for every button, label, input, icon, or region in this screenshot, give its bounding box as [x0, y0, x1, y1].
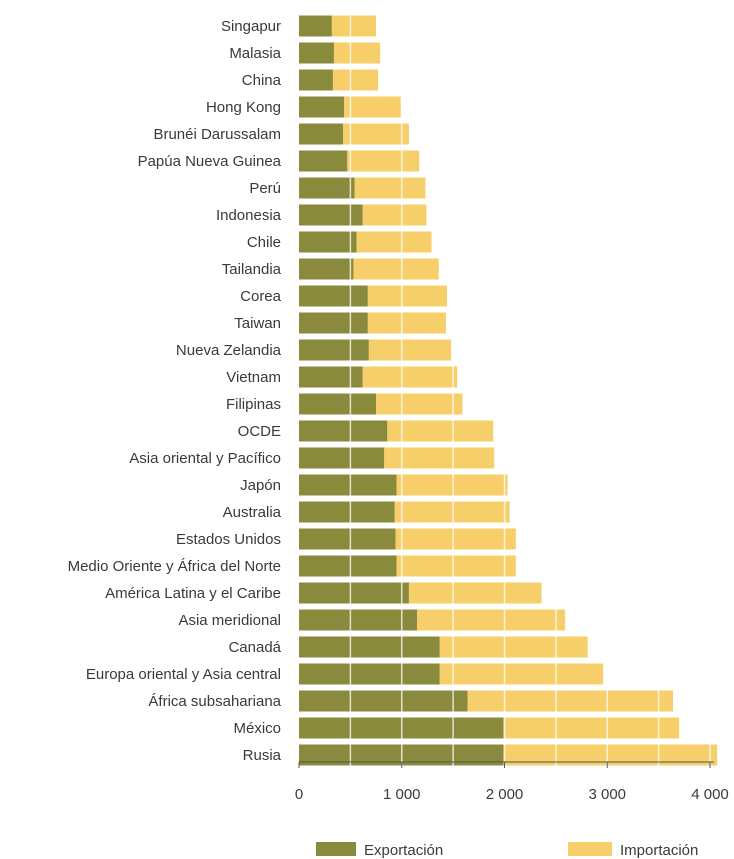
bar-importacion-peru: [354, 177, 426, 199]
legend: Exportación Importación: [316, 842, 698, 859]
gridlines-group: [349, 15, 711, 766]
category-label-vietnam: Vietnam: [226, 369, 281, 386]
category-label-filipinas: Filipinas: [226, 396, 281, 413]
bar-exportacion-singapur: [299, 15, 332, 37]
bar-importacion-australia: [394, 501, 510, 523]
bar-exportacion-asia-meridional: [299, 609, 418, 631]
bar-importacion-brunei-darussalam: [343, 123, 409, 145]
bar-importacion-mexico: [503, 717, 680, 739]
category-label-japon: Japón: [240, 477, 281, 494]
bar-exportacion-asia-oriental-y-pacifico: [299, 447, 385, 469]
legend-label-importacion: Importación: [620, 842, 698, 859]
x-tick-label-0: 0: [295, 786, 303, 803]
bar-exportacion-ocde: [299, 420, 388, 442]
bar-exportacion-vietnam: [299, 366, 363, 388]
bar-importacion-medio-oriente-y-africa-del-norte: [396, 555, 516, 577]
bar-exportacion-china: [299, 69, 333, 91]
category-label-ocde: OCDE: [238, 423, 281, 440]
bar-exportacion-corea: [299, 285, 368, 307]
bar-exportacion-malasia: [299, 42, 334, 64]
bar-importacion-indonesia: [362, 204, 427, 226]
category-label-africa-subsahariana: África subsahariana: [148, 693, 281, 710]
bar-exportacion-chile: [299, 231, 357, 253]
bar-importacion-papua-nueva-guinea: [347, 150, 420, 172]
bar-importacion-estados-unidos: [395, 528, 516, 550]
category-label-corea: Corea: [240, 288, 282, 305]
bar-importacion-america-latina-y-el-caribe: [408, 582, 542, 604]
bars-group: [299, 15, 718, 766]
bar-importacion-taiwan: [367, 312, 446, 334]
category-label-medio-oriente-y-africa-del-norte: Medio Oriente y África del Norte: [68, 558, 281, 575]
category-label-asia-oriental-y-pacifico: Asia oriental y Pacífico: [129, 450, 281, 467]
bar-importacion-canada: [439, 636, 588, 658]
x-tick-label-2000: 2 000: [486, 786, 524, 803]
bar-importacion-asia-meridional: [417, 609, 566, 631]
bar-exportacion-taiwan: [299, 312, 368, 334]
bar-importacion-hong-kong: [344, 96, 401, 118]
category-label-brunei-darussalam: Brunéi Darussalam: [153, 126, 281, 143]
category-label-singapur: Singapur: [221, 18, 281, 35]
category-label-rusia: Rusia: [243, 747, 282, 764]
category-label-taiwan: Taiwan: [234, 315, 281, 332]
bar-exportacion-peru: [299, 177, 355, 199]
bar-importacion-vietnam: [362, 366, 458, 388]
bar-exportacion-africa-subsahariana: [299, 690, 468, 712]
category-label-europa-oriental-y-asia-central: Europa oriental y Asia central: [86, 666, 281, 683]
category-label-malasia: Malasia: [229, 45, 281, 62]
bar-importacion-nueva-zelandia: [368, 339, 452, 361]
category-label-chile: Chile: [247, 234, 281, 251]
bar-exportacion-japon: [299, 474, 397, 496]
category-label-china: China: [242, 72, 282, 89]
category-label-canada: Canadá: [228, 639, 281, 656]
bar-importacion-chile: [356, 231, 432, 253]
bar-importacion-japon: [396, 474, 508, 496]
bar-exportacion-america-latina-y-el-caribe: [299, 582, 409, 604]
legend-swatch-importacion: [568, 842, 612, 856]
bar-importacion-europa-oriental-y-asia-central: [439, 663, 604, 685]
category-label-nueva-zelandia: Nueva Zelandia: [176, 342, 282, 359]
x-ticks-group: 0 1 000 2 000 3 000 4 000: [295, 762, 729, 803]
x-tick-label-3000: 3 000: [588, 786, 626, 803]
bar-exportacion-papua-nueva-guinea: [299, 150, 348, 172]
bar-exportacion-nueva-zelandia: [299, 339, 369, 361]
bar-exportacion-canada: [299, 636, 440, 658]
bar-exportacion-brunei-darussalam: [299, 123, 344, 145]
bar-exportacion-medio-oriente-y-africa-del-norte: [299, 555, 397, 577]
bar-importacion-filipinas: [376, 393, 463, 415]
category-label-papua-nueva-guinea: Papúa Nueva Guinea: [138, 153, 282, 170]
category-label-asia-meridional: Asia meridional: [178, 612, 281, 629]
bar-importacion-tailandia: [353, 258, 439, 280]
bar-exportacion-indonesia: [299, 204, 363, 226]
category-label-hong-kong: Hong Kong: [206, 99, 281, 116]
bar-exportacion-europa-oriental-y-asia-central: [299, 663, 440, 685]
bar-exportacion-estados-unidos: [299, 528, 396, 550]
bar-importacion-corea: [367, 285, 447, 307]
bar-exportacion-filipinas: [299, 393, 377, 415]
bar-exportacion-hong-kong: [299, 96, 345, 118]
legend-label-exportacion: Exportación: [364, 842, 443, 859]
category-label-peru: Perú: [249, 180, 281, 197]
category-label-australia: Australia: [223, 504, 282, 521]
category-label-estados-unidos: Estados Unidos: [176, 531, 281, 548]
category-label-indonesia: Indonesia: [216, 207, 282, 224]
bar-exportacion-australia: [299, 501, 395, 523]
bar-importacion-china: [332, 69, 379, 91]
bar-importacion-africa-subsahariana: [467, 690, 674, 712]
bar-exportacion-tailandia: [299, 258, 354, 280]
category-label-america-latina-y-el-caribe: América Latina y el Caribe: [105, 585, 281, 602]
category-label-tailandia: Tailandia: [222, 261, 282, 278]
bar-importacion-singapur: [331, 15, 377, 37]
category-label-mexico: México: [233, 720, 281, 737]
bar-importacion-malasia: [333, 42, 381, 64]
legend-swatch-exportacion: [316, 842, 356, 856]
x-tick-label-4000: 4 000: [691, 786, 729, 803]
bar-importacion-ocde: [387, 420, 494, 442]
bar-importacion-rusia: [503, 744, 718, 766]
bar-importacion-asia-oriental-y-pacifico: [384, 447, 495, 469]
x-tick-label-1000: 1 000: [383, 786, 421, 803]
